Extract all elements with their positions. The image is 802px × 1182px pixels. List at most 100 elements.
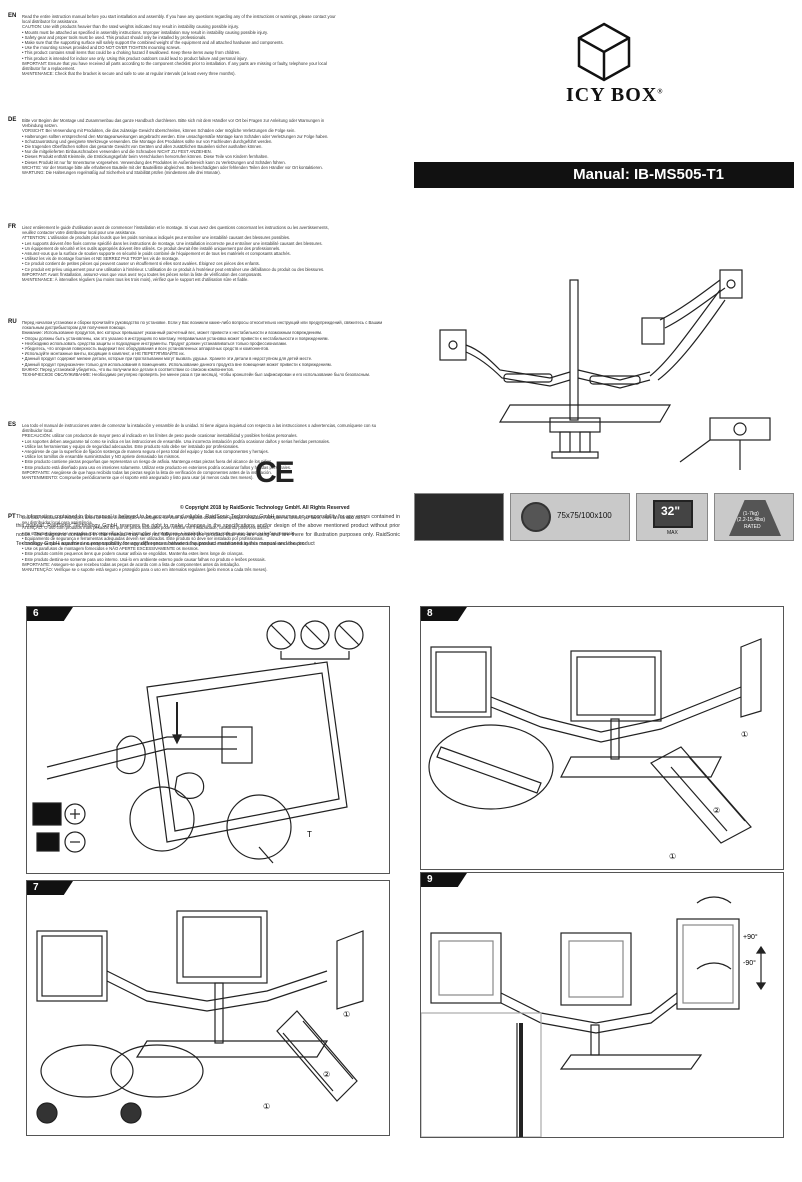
safety-line: • Halterungen sollten entsprechend den M… (22, 133, 329, 139)
safety-line: • Este producto contiene piezas pequeñas… (22, 459, 273, 465)
safety-line: WICHTIG: Vor der Montage bitte alle erha… (22, 164, 323, 170)
language-code: RU (8, 319, 17, 325)
step-8-number: 8 (421, 607, 467, 621)
safety-line: Leia todo o manual de instruções antes d… (22, 515, 367, 520)
safety-line: • Les supports doivent être fixés comme … (22, 240, 323, 246)
safety-line: MANTENIMIENTO: Compruebe periódicamente … (22, 475, 254, 481)
step-7-illustration: ① ② ① (36, 910, 364, 1124)
safety-line: • Данный продукт содержит мелкие детали,… (22, 356, 313, 362)
copyright-line: © Copyright 2018 by RaidSonic Technology… (180, 505, 350, 511)
safety-line: VORSICHT: Bei Verwendung mit Produkten, … (22, 128, 296, 134)
safety-line: • Make sure that the supporting surface … (22, 40, 284, 46)
weight-line-2: (2.2-15.4lbs) (737, 517, 766, 523)
step-9-illustration: +90° -90° (420, 896, 767, 1138)
safety-block-pt: PT Leia todo o manual de instruções antes… (8, 514, 402, 573)
safety-block-es: ES Lea todo el manual de instrucciones an… (8, 422, 402, 481)
safety-line: ТЕХНИЧЕСКОЕ ОБСЛУЖИВАНИЕ: Необходимо рег… (22, 372, 371, 378)
step-8-circle-1: ① (741, 730, 748, 739)
step-7-panel: 7 ① ② ① (26, 880, 390, 1136)
safety-line: WARTUNG: Die Halterungen regelmäßig auf … (22, 170, 221, 176)
safety-line: • Assurez-vous que la surface de soutien… (22, 251, 291, 257)
safety-line: ATTENTION: L'utilisation de produits plu… (22, 235, 291, 241)
spec-vesa: 75x75/100x100 (510, 493, 630, 541)
safety-line: • Equipamento de segurança e ferramentas… (22, 535, 264, 541)
screen-size-note: MAX (667, 530, 678, 536)
safety-line: ATENÇÃO: O uso com produtos mais pesados… (22, 525, 270, 531)
step-8-illustration: ① ② ① (428, 638, 762, 861)
safety-line: • Die tragenden Oberflächen sollten das … (22, 144, 263, 150)
safety-line: • Este produto destina-se somente para u… (22, 556, 266, 562)
safety-line: Verbindung setzen. (22, 123, 58, 129)
safety-line: MAINTENANCE: À intervalles réguliers (au… (22, 277, 249, 283)
safety-line: • Los soportes deben asegurarse tal como… (22, 438, 331, 444)
safety-line: • Certifique-se que a superfície de supo… (22, 541, 306, 547)
safety-line: CAUTION: Use with products heavier than … (22, 24, 240, 30)
safety-line: PRECAUCIÓN: utilizar con productos de ma… (22, 433, 298, 439)
safety-line: • This product is intended for indoor us… (22, 55, 248, 61)
safety-line: distribuidor local. (22, 428, 54, 434)
vesa-icon (521, 502, 551, 532)
safety-line: • Este produto contém pequenos itens que… (22, 551, 244, 557)
safety-line: MANUTENÇÃO: Verifique se o suporte está … (22, 567, 268, 573)
safety-line: • Необходимо использовать средства защит… (22, 340, 288, 346)
safety-line: • Dieses Produkt ist nur für Innenräume … (22, 159, 286, 165)
language-code: ES (8, 422, 17, 428)
safety-line: • Ce produit contient de petites pièces … (22, 261, 260, 267)
brand-name: ICY BOX® (566, 84, 664, 106)
step-7-number: 7 (27, 881, 73, 895)
safety-line: local distributor for assistance. (22, 19, 79, 25)
safety-line: локальным дистрибьютором для получения п… (22, 325, 126, 331)
rotate-minus-label: -90° (743, 959, 756, 967)
safety-line: • Utilice los tornillos de ensamble sumi… (22, 454, 180, 460)
safety-line: Lisez entièrement le guide d'utilisation… (22, 225, 329, 230)
safety-line: Bitte vor Beginn der Montage und Zusamme… (22, 118, 325, 123)
step-8-circle-2: ② (713, 806, 720, 815)
safety-line: • Asegúrese de que la superficie de fija… (22, 449, 269, 455)
safety-line: IMPORTANT: Ensure that you have received… (22, 60, 327, 66)
safety-line: distributor for a replacement. (22, 66, 76, 72)
safety-line: • Use the mounting screws provided and D… (22, 45, 181, 51)
safety-line: • Safety gear and proper tools must be u… (22, 34, 207, 40)
safety-line: • Utilisez les vis de montage fournies e… (22, 256, 180, 262)
safety-line: • Schutzausrüstung und geeignete Werkzeu… (22, 138, 273, 144)
safety-line: IMPORTANT: Avant l'installation, assurez… (22, 271, 263, 277)
spec-icons: 75x75/100x100 32" MAX (1-7kg) (2.2-15.4l… (414, 493, 794, 541)
step-7-circle-2: ② (323, 1070, 330, 1079)
safety-line: • Utilice las herramientas y equipo de s… (22, 443, 240, 449)
safety-line: • Un équipement de sécurité et les outil… (22, 245, 281, 251)
legal-disclaimer: The information contained in this manual… (16, 514, 400, 547)
spec-screen-size: 32" MAX (636, 493, 708, 541)
step-8-panel: 8 ① ② ① (420, 606, 784, 870)
safety-line: • Ce produit est prévu uniquement pour u… (22, 266, 325, 272)
safety-line: IMPORTANTE: Asegúrese de que haya recibi… (22, 469, 272, 475)
tool-label: T (307, 830, 312, 839)
safety-line: • Убедитесь, что опорная поверхность выд… (22, 346, 270, 352)
weight-line-1: (1-7kg) (743, 511, 759, 517)
screen-size-value: 32" (661, 504, 681, 518)
step-6-panel: 6 (26, 606, 390, 874)
spec-blank-box (414, 493, 504, 541)
rotate-plus-label: +90° (743, 933, 758, 941)
step-9-panel: 9 +90° -90° (420, 872, 784, 1138)
safety-line: • Use os parafusos de montagem fornecido… (22, 546, 199, 552)
ce-mark: CE (255, 456, 295, 489)
spec-weight: (1-7kg) (2.2-15.4lbs) RATED (714, 493, 794, 541)
step-7-circle-1b: ① (263, 1102, 270, 1111)
safety-line: • Os suportes devem ser anexados como es… (22, 530, 295, 536)
language-code: PT (8, 514, 16, 520)
safety-line: Lea todo el manual de instrucciones ante… (22, 423, 377, 428)
vesa-size: 75x75/100x100 (557, 511, 612, 520)
safety-line: ВАЖНО: Перед установкой убедитесь, что в… (22, 366, 234, 372)
step-9-number: 9 (421, 873, 467, 887)
step-8-circle-1b: ① (669, 852, 676, 861)
step-6-number: 6 (27, 607, 73, 621)
product-illustration (420, 200, 795, 480)
safety-line: veuillez contacter votre distributeur lo… (22, 230, 137, 236)
monitor-icon (653, 500, 693, 528)
safety-line: • Este producto está diseñado para uso e… (22, 464, 292, 470)
safety-line: Read the entire instruction manual befor… (22, 14, 336, 19)
